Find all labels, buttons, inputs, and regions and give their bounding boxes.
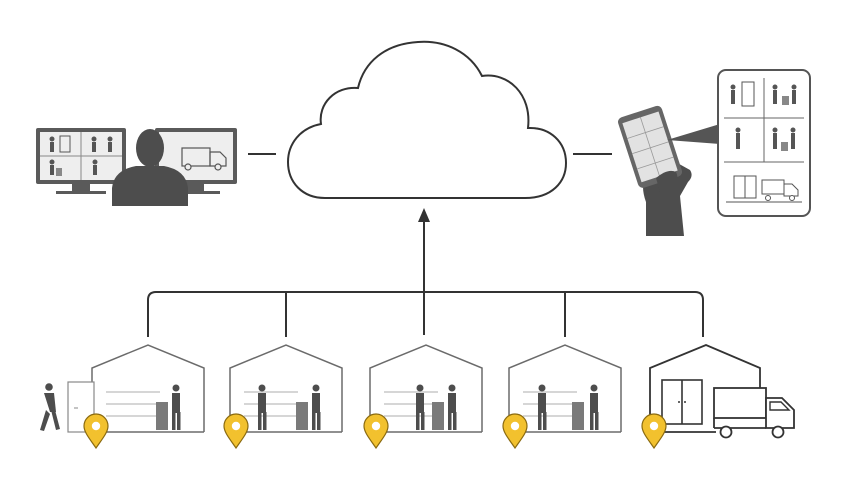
smartphone-in-hand-icon [618,105,692,236]
site-building-icon [508,344,622,433]
delivery-truck-icon [713,387,795,439]
camera-grid-callout-icon [717,69,811,217]
callout-pointer [667,124,720,144]
monitoring-workstation-icon [36,128,237,206]
warehouse-building-icon [649,344,795,439]
upload-arrow [418,208,430,335]
location-pin-icon [223,413,249,450]
walking-person-icon [40,383,60,431]
location-pin-icon [502,413,528,450]
location-pin-icon [641,413,667,450]
operator-silhouette [112,129,188,206]
location-pin-icon [363,413,389,450]
cloud-icon [286,40,568,199]
site-building-icon [40,344,205,433]
location-pin-icon [83,413,109,450]
site-bus-lines [147,291,704,337]
site-building-icon [229,344,343,433]
site-building-icon [369,344,483,433]
